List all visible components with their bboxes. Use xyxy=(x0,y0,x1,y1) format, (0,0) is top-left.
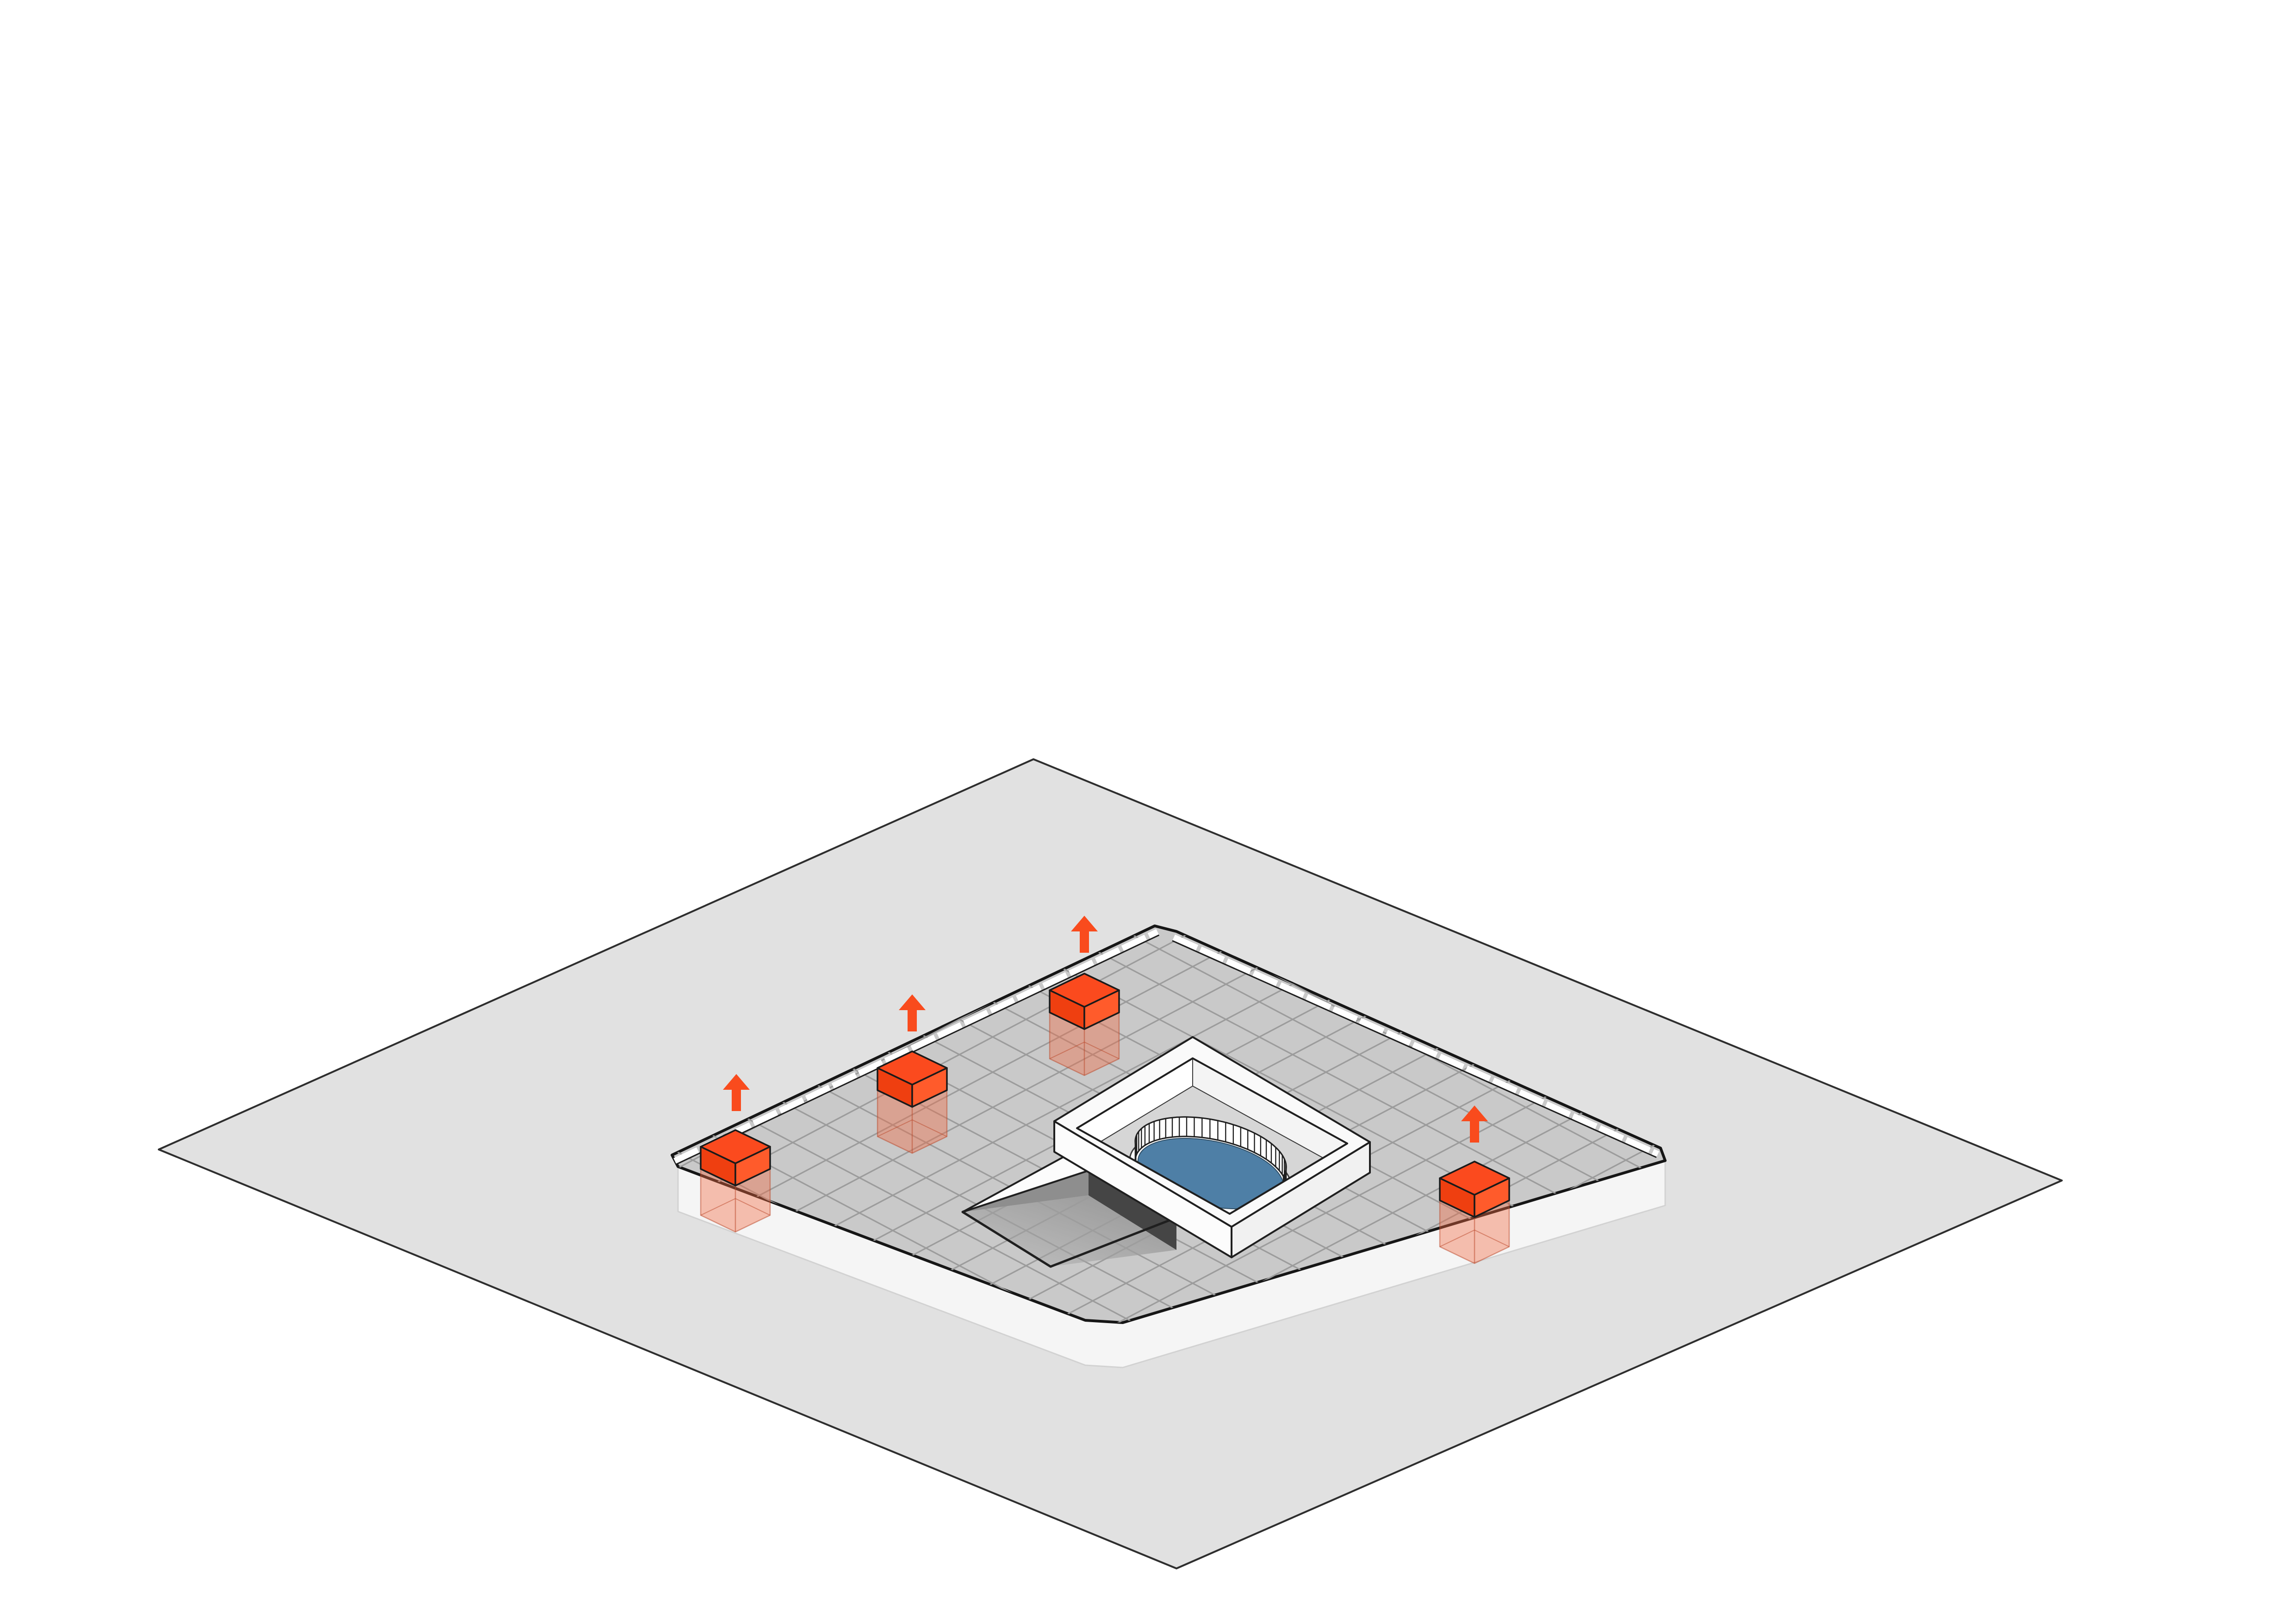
massing-block-group xyxy=(1049,916,1120,1076)
massing-block-group xyxy=(700,1074,771,1233)
massing-cube xyxy=(877,1050,948,1108)
grid-line xyxy=(672,926,1665,1323)
extrude-up-arrow-icon xyxy=(899,994,926,1031)
ghost-edge xyxy=(912,1119,947,1137)
ghost-edge xyxy=(1439,1230,1475,1247)
massing-cube xyxy=(1439,1161,1510,1218)
extrude-up-arrow-icon xyxy=(1071,916,1098,953)
grid-line xyxy=(672,926,1665,1323)
grid-line xyxy=(672,926,1665,1323)
cube-right-face xyxy=(734,1146,771,1187)
massing-block-group xyxy=(877,994,948,1154)
grid-line xyxy=(672,926,1665,1323)
massing-cube xyxy=(700,1129,771,1187)
ghost-edge xyxy=(1084,1042,1120,1059)
extrude-up-arrow-icon xyxy=(723,1074,750,1111)
parapet-band xyxy=(673,929,1160,1165)
grid-line xyxy=(672,926,1665,1323)
massing-cube xyxy=(1049,973,1120,1030)
courtyard-frame xyxy=(1053,1036,1371,1258)
grid-line xyxy=(672,926,1665,1323)
diagram-root xyxy=(158,758,2063,1569)
ghost-edge xyxy=(735,1198,771,1216)
parapet-inner-line xyxy=(676,934,1160,1165)
grid-line xyxy=(672,926,1665,1323)
massing-block-group xyxy=(1439,1106,1510,1264)
ghost-edge xyxy=(700,1198,736,1216)
parapet-rail xyxy=(673,929,1159,1164)
grid-line xyxy=(672,926,1665,1323)
ramp-surface xyxy=(963,1195,1176,1267)
ghost-edge xyxy=(1474,1230,1510,1247)
grid-line xyxy=(672,926,1665,1323)
grid-line xyxy=(672,926,1665,1323)
parapet-band xyxy=(1172,934,1659,1158)
grid-line xyxy=(672,926,1665,1323)
cube-right-face xyxy=(1083,989,1120,1030)
ghost-edge xyxy=(1049,1042,1085,1059)
cube-right-face xyxy=(1474,1177,1510,1218)
grid-line xyxy=(672,926,1665,1323)
ramp-opening xyxy=(963,1195,1176,1267)
pool-colonnade xyxy=(1134,1116,1287,1196)
parapet-rail xyxy=(1172,934,1659,1157)
ghost-edge xyxy=(877,1119,913,1137)
ghost-volume xyxy=(877,1089,948,1154)
grid-line xyxy=(672,926,1665,1323)
grid-line xyxy=(672,926,1665,1323)
grid-line xyxy=(672,926,1665,1323)
courtyard-top-band xyxy=(1053,1036,1371,1228)
grid-line xyxy=(672,926,1665,1323)
extrude-up-arrow-icon xyxy=(1461,1106,1488,1143)
grid-line xyxy=(672,926,1665,1323)
cube-right-face xyxy=(911,1067,948,1108)
parapet-inner-line xyxy=(1172,940,1657,1158)
